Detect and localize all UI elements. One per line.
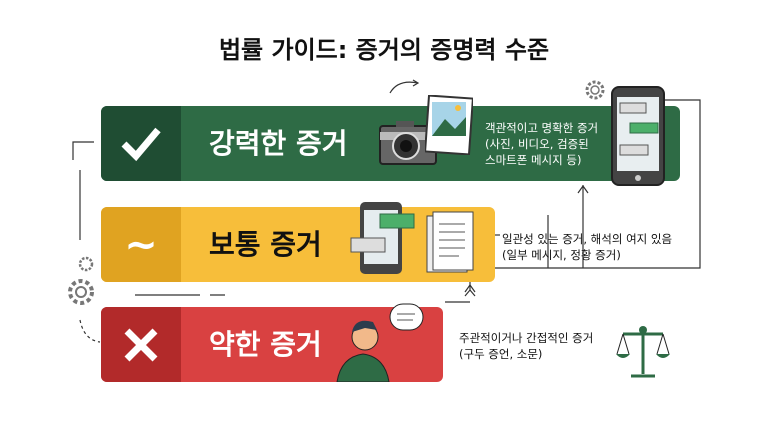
desc-line: (일부 메시지, 정황 증거)	[502, 248, 621, 262]
gear-icon	[585, 80, 605, 100]
speaking-person-icon	[336, 303, 424, 382]
smartphone-messages-icon	[611, 86, 665, 186]
document-icon	[426, 211, 474, 273]
desc-line: 객관적이고 명확한 증거	[485, 121, 599, 135]
desc-line: 일관성 있는 증거, 해석의 여지 있음	[502, 232, 673, 246]
moderate-evidence-label: 보통 증거	[209, 228, 322, 261]
desc-line: (사진, 비디오, 검증된	[485, 137, 589, 151]
weak-evidence-bar: 약한 증거	[101, 307, 443, 382]
gear-icon	[78, 256, 94, 272]
strong-evidence-label: 강력한 증거	[209, 127, 348, 160]
photo-icon	[425, 95, 473, 155]
scales-of-justice-icon	[616, 326, 670, 378]
strong-evidence-bar: 강력한 증거	[101, 106, 680, 181]
tilde-icon: ~	[101, 207, 181, 282]
page-title: 법률 가이드: 증거의 증명력 수준	[218, 36, 550, 64]
x-icon	[101, 307, 181, 382]
strong-evidence-description: 객관적이고 명확한 증거 (사진, 비디오, 검증된 스마트폰 메시지 등)	[485, 120, 598, 168]
check-icon	[101, 106, 181, 181]
desc-line: (구두 증언, 소문)	[459, 347, 543, 361]
desc-line: 주관적이거나 간접적인 증거	[459, 331, 594, 345]
phone-chat-icon	[350, 202, 415, 274]
moderate-evidence-description: 일관성 있는 증거, 해석의 여지 있음 (일부 메시지, 정황 증거)	[502, 231, 672, 263]
gear-icon	[68, 279, 94, 305]
weak-evidence-description: 주관적이거나 간접적인 증거 (구두 증언, 소문)	[459, 330, 593, 362]
desc-line: 스마트폰 메시지 등)	[485, 153, 582, 167]
weak-evidence-label: 약한 증거	[209, 328, 322, 361]
